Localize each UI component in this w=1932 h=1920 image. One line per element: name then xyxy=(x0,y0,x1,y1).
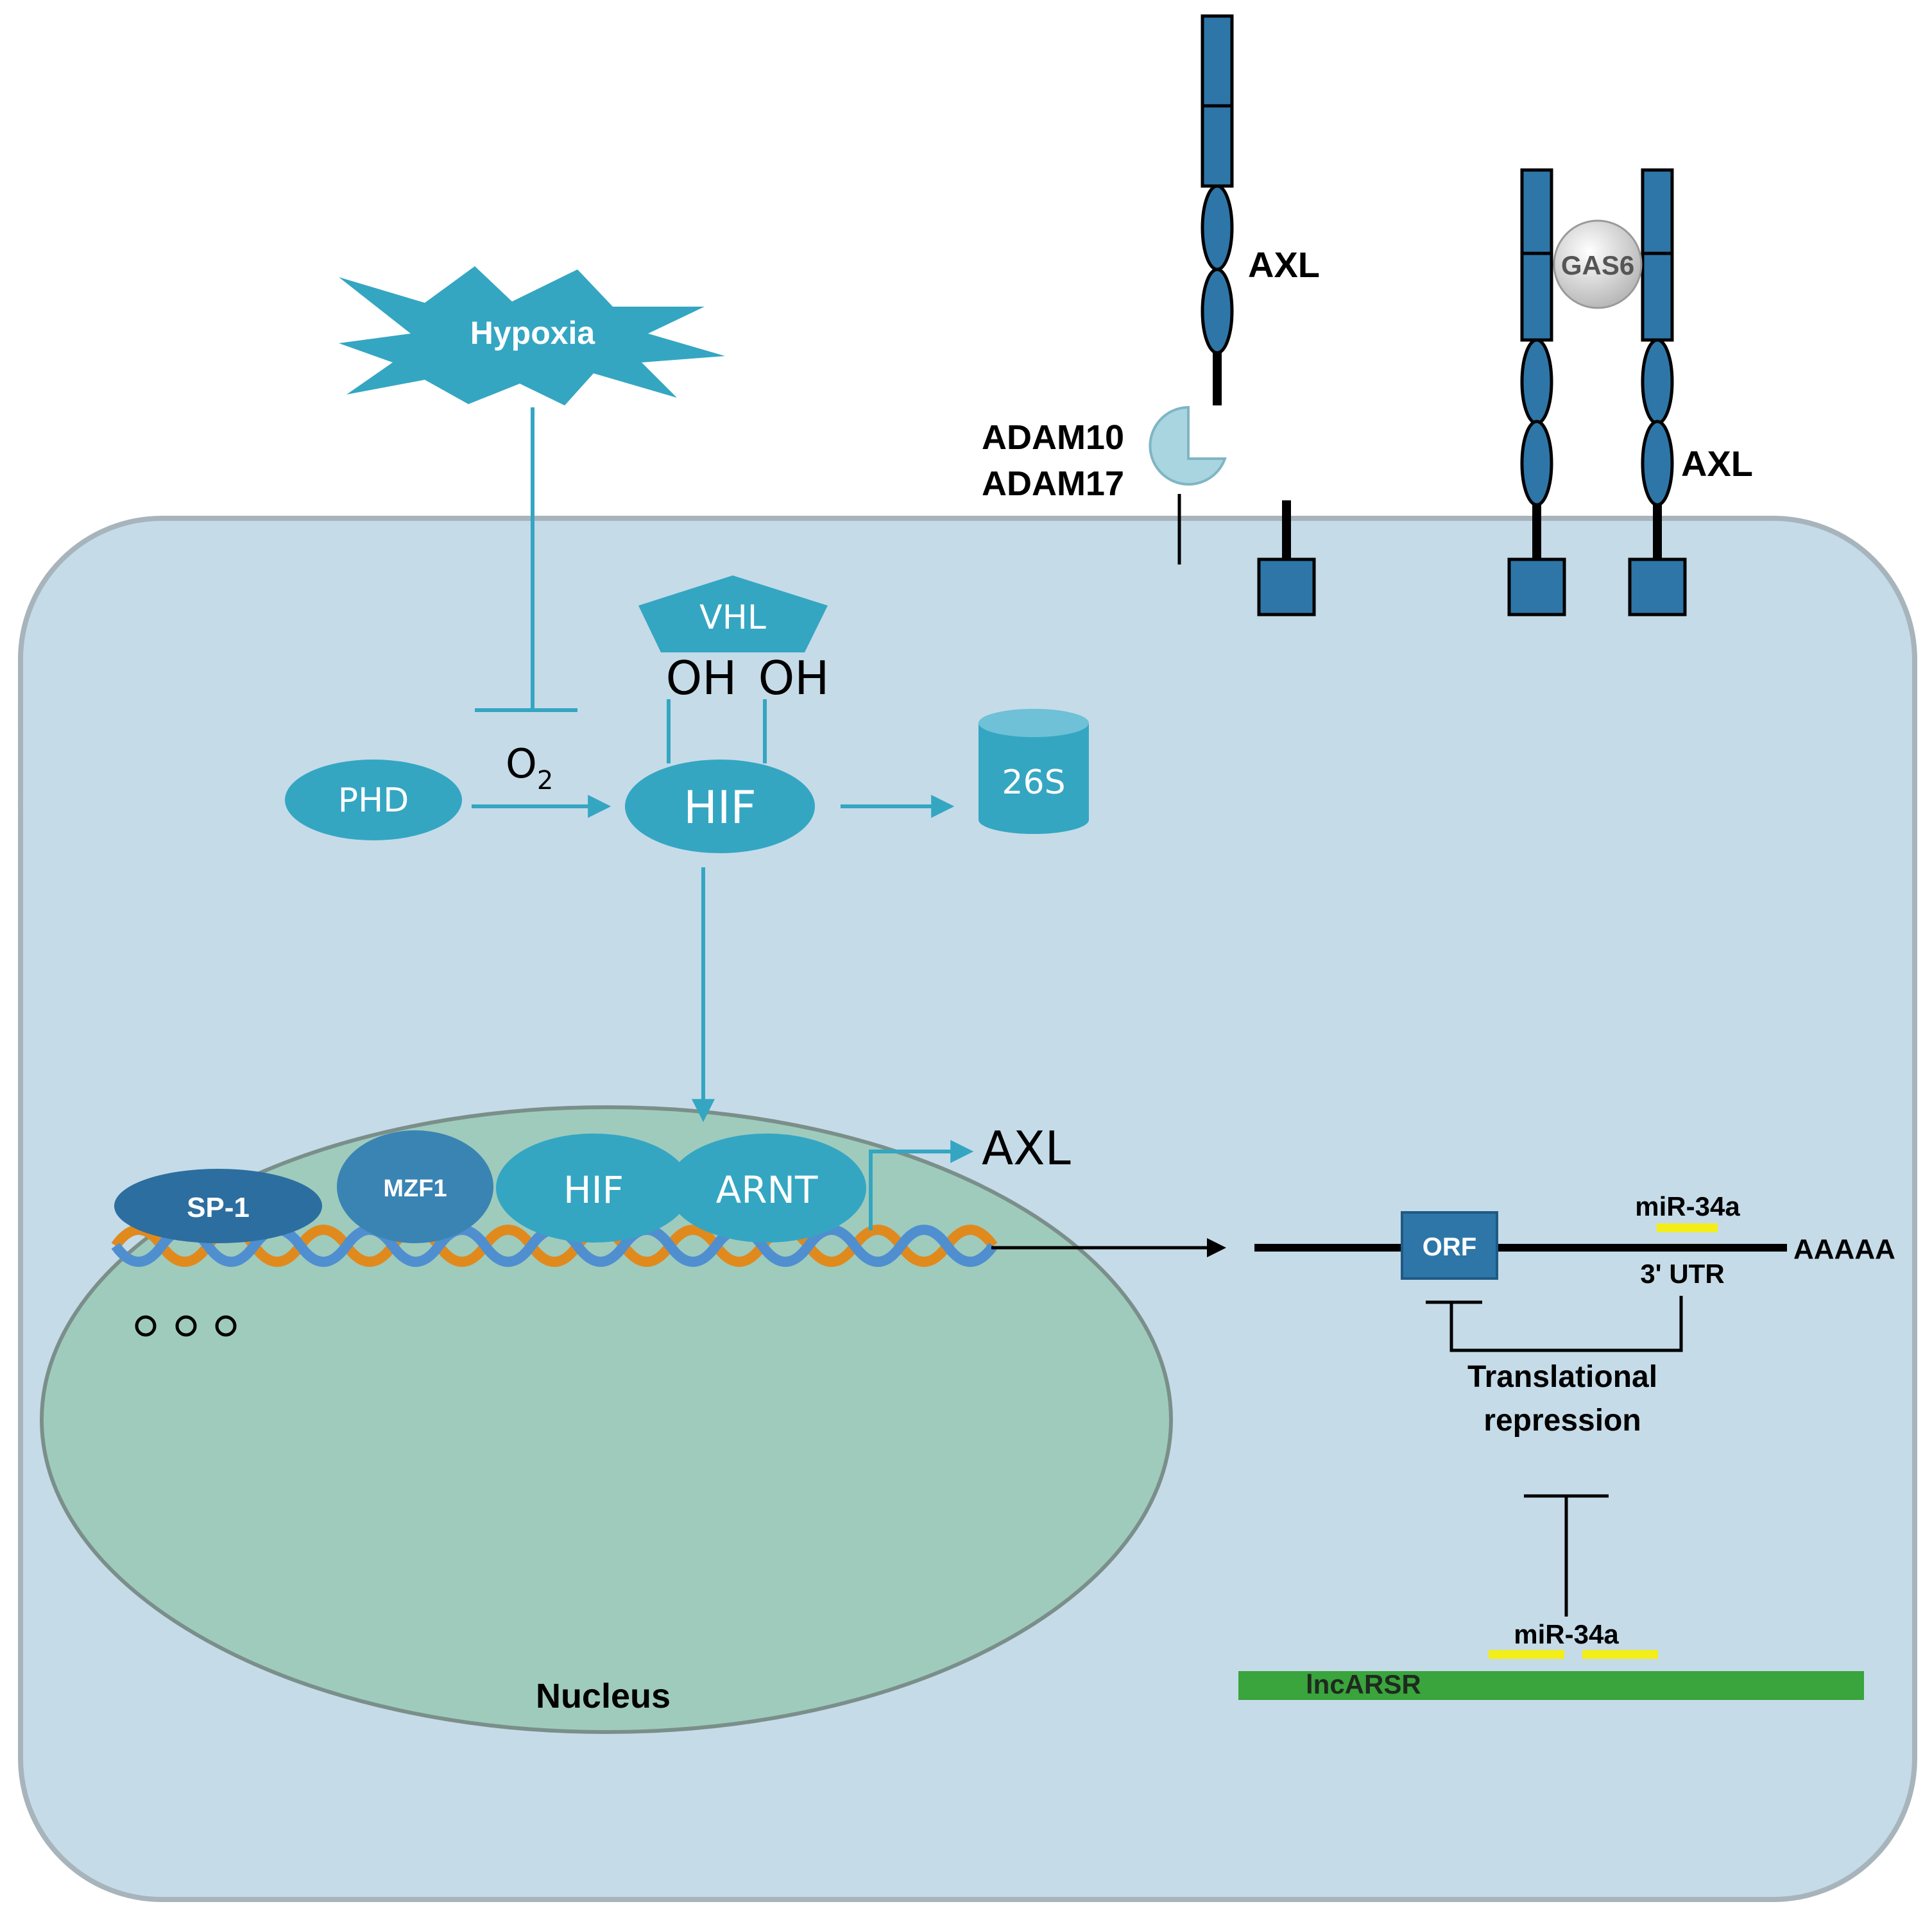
sp1-label: SP-1 xyxy=(187,1192,250,1223)
proteasome-top xyxy=(979,709,1089,737)
lncarsr-bar xyxy=(1238,1671,1864,1700)
axl-receptor-right-label: AXL xyxy=(1681,443,1753,484)
arnt-node xyxy=(667,1134,866,1243)
hif-nuclear-label: HIF xyxy=(563,1168,624,1212)
gas6-label: GAS6 xyxy=(1561,250,1634,280)
lncarsr-label: lncARSR xyxy=(1306,1669,1421,1699)
gas6-ligand-icon xyxy=(1553,219,1643,309)
adam-protease-icon xyxy=(1149,405,1227,486)
binding-site-circle-1 xyxy=(135,1315,157,1337)
phd-label: PHD xyxy=(338,781,409,820)
proteasome-label: 26S xyxy=(1002,763,1065,802)
mzf1-node xyxy=(337,1130,493,1243)
mir34a-bottom-bar-2 xyxy=(1582,1650,1658,1659)
proteasome-26s-icon xyxy=(979,723,1089,834)
mzf1-label: MZF1 xyxy=(383,1175,447,1202)
arnt-label: ARNT xyxy=(716,1168,818,1212)
hypoxia-star-icon xyxy=(339,266,725,405)
mir34a-bottom-label: miR-34a xyxy=(1514,1619,1619,1649)
o2-label: O2 xyxy=(506,740,553,795)
mir34a-top-label: miR-34a xyxy=(1635,1191,1740,1221)
repression-label: repression xyxy=(1483,1404,1641,1438)
orf-box xyxy=(1401,1211,1498,1280)
oh-label-2: OH xyxy=(758,651,830,705)
polya-label: AAAAA xyxy=(1793,1234,1895,1265)
orf-label: ORF xyxy=(1423,1233,1476,1261)
vhl-label: VHL xyxy=(699,599,766,637)
hif-cytoplasm-label: HIF xyxy=(683,781,757,834)
hypoxia-label: Hypoxia xyxy=(470,315,596,351)
hif-nuclear-node xyxy=(496,1134,691,1243)
oh-label-1: OH xyxy=(666,651,737,705)
repression-bracket xyxy=(1449,1296,1683,1352)
binding-site-circle-3 xyxy=(215,1315,237,1337)
axl-gene-label: AXL xyxy=(982,1121,1071,1175)
mir34a-bottom-bar-1 xyxy=(1489,1650,1564,1659)
cleaved-axl-kinase xyxy=(1257,557,1316,616)
phd-node xyxy=(285,760,462,840)
adam10-label: ADAM10 xyxy=(982,418,1124,457)
vhl-node xyxy=(638,575,828,652)
axl-receptor-top-label: AXL xyxy=(1248,244,1320,285)
axl-receptor-monomer xyxy=(1201,14,1234,405)
axl-receptor-dimer xyxy=(1507,168,1687,616)
binding-site-circle-2 xyxy=(175,1315,197,1337)
adam17-label: ADAM17 xyxy=(982,464,1124,503)
sp1-node xyxy=(114,1169,322,1243)
hif-cytoplasm-node xyxy=(625,760,815,853)
nucleus-label: Nucleus xyxy=(536,1677,671,1715)
mir34a-top-bar xyxy=(1657,1223,1718,1232)
utr-label: 3' UTR xyxy=(1640,1259,1724,1289)
translational-label: Translational xyxy=(1467,1360,1657,1394)
transcription-start-arrow xyxy=(869,1140,974,1230)
